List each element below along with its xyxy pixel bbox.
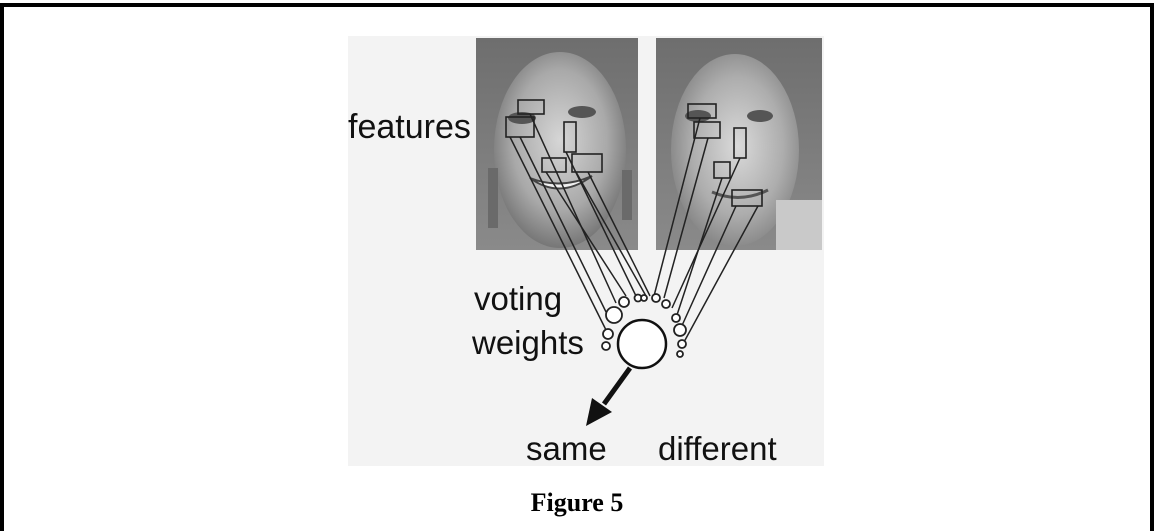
decision-node xyxy=(618,320,666,368)
right-face-photo xyxy=(656,38,822,250)
left-face-photo xyxy=(476,38,638,250)
same-label: same xyxy=(526,430,607,467)
figure-caption: Figure 5 xyxy=(0,488,1154,518)
features-label: features xyxy=(348,108,471,146)
weights-label: weights xyxy=(471,324,584,361)
different-label: different xyxy=(658,430,777,467)
voting-label: voting xyxy=(474,280,562,317)
